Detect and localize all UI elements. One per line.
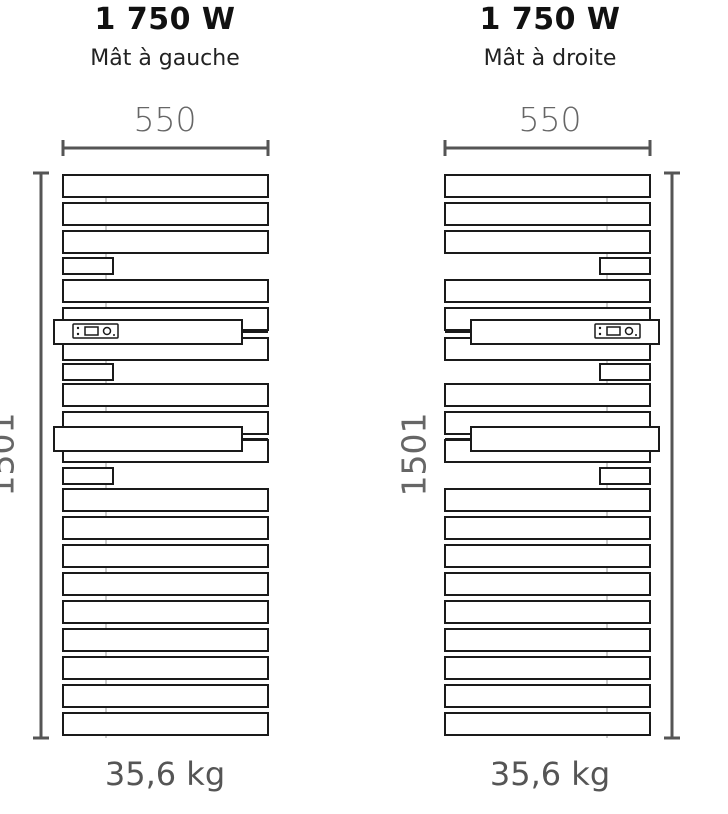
width-dimension-label: 550: [133, 100, 197, 139]
short-bar: [599, 467, 651, 485]
button-dot-icon: [76, 326, 80, 330]
radiator-bar: [444, 230, 651, 254]
short-bar: [599, 363, 651, 381]
short-bar: [62, 363, 114, 381]
mount-side-label: Mât à droite: [483, 46, 617, 71]
radiator-bar: [62, 712, 269, 736]
radiator-bar: [62, 230, 269, 254]
radiator-bar: [62, 684, 269, 708]
radiator-bar: [62, 174, 269, 198]
radiator-bar: [62, 572, 269, 596]
radiator-bar: [62, 516, 269, 540]
short-bar: [62, 257, 114, 275]
display-icon: [84, 326, 99, 336]
power-rating: 1 750 W: [479, 2, 621, 37]
radiator-drawing-left: [33, 140, 270, 740]
short-bar: [599, 257, 651, 275]
radiator-bar: [444, 202, 651, 226]
radiator-bar: [444, 572, 651, 596]
radiator-bar: [62, 488, 269, 512]
radiator-bar: [444, 628, 651, 652]
radiator-bar: [62, 656, 269, 680]
radiator-bar: [62, 279, 269, 303]
radiator-left-mast: 1 750 W Mât à gauche 550 1501 35,6 kg: [0, 0, 330, 814]
knob-icon: [102, 326, 112, 336]
radiator-bar: [62, 628, 269, 652]
radiator-bar: [62, 600, 269, 624]
radiator-bar: [62, 202, 269, 226]
display-icon: [606, 326, 621, 336]
width-dimension-label: 550: [518, 100, 582, 139]
radiator-bar: [444, 174, 651, 198]
towel-bar: [470, 426, 660, 452]
radiator-bar: [444, 684, 651, 708]
radiator-right-mast: 1 750 W Mât à droite 550 1501 35,6 kg: [380, 0, 720, 814]
radiator-bar: [62, 383, 269, 407]
radiator-drawing-right: [443, 140, 680, 740]
radiator-bar: [444, 600, 651, 624]
power-rating: 1 750 W: [94, 2, 236, 37]
short-bar: [62, 467, 114, 485]
button-dot-icon: [598, 332, 602, 336]
indicator-dot-icon: [113, 334, 115, 336]
radiator-bar: [444, 279, 651, 303]
indicator-dot-icon: [635, 334, 637, 336]
weight-label: 35,6 kg: [489, 755, 611, 793]
radiator-bar: [444, 516, 651, 540]
radiator-bar: [444, 712, 651, 736]
button-dot-icon: [76, 332, 80, 336]
radiator-bar: [62, 544, 269, 568]
knob-icon: [624, 326, 634, 336]
mount-side-label: Mât à gauche: [90, 46, 240, 71]
button-dot-icon: [598, 326, 602, 330]
towel-bar: [53, 426, 243, 452]
radiator-bar: [444, 656, 651, 680]
weight-label: 35,6 kg: [104, 755, 226, 793]
radiator-bar: [444, 544, 651, 568]
radiator-bar: [444, 488, 651, 512]
radiator-bar: [444, 383, 651, 407]
